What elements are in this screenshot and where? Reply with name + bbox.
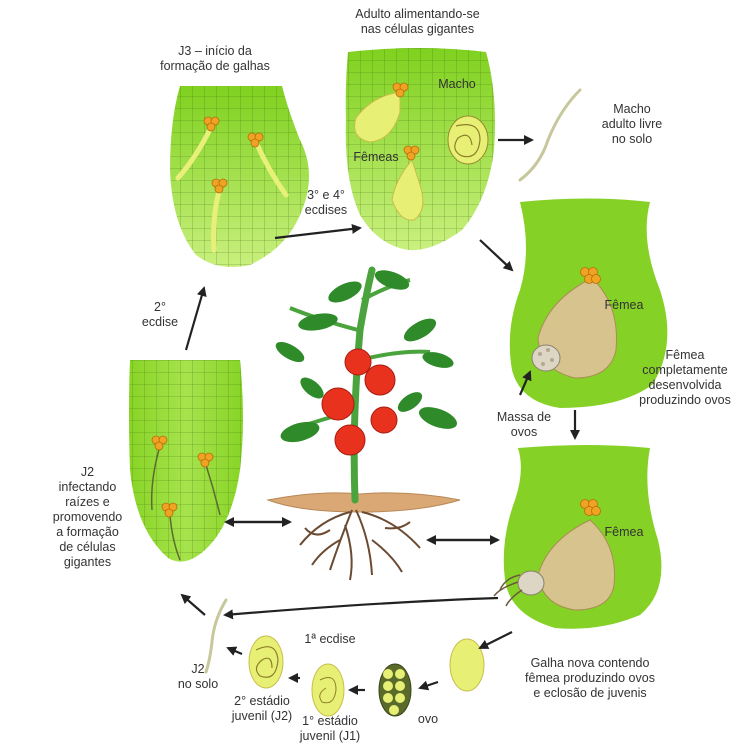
label-egg: ovo bbox=[410, 712, 446, 727]
root-j3-gall bbox=[160, 80, 330, 280]
j1-egg bbox=[312, 664, 344, 716]
label-first-molt: 1ª ecdise bbox=[290, 632, 370, 647]
free-male-worm bbox=[520, 90, 580, 180]
root-j2-infecting bbox=[120, 350, 255, 575]
label-female-bottom: Fêmea bbox=[598, 525, 650, 540]
egg-cluster bbox=[379, 664, 411, 716]
label-male: Macho bbox=[432, 77, 482, 92]
label-molts-3-4: 3° e 4°ecdises bbox=[296, 188, 356, 218]
j2-egg bbox=[249, 636, 283, 688]
egg-mass bbox=[532, 345, 560, 371]
label-females: Fêmeas bbox=[348, 150, 404, 165]
tomato-plant bbox=[268, 266, 460, 580]
label-second-molt: 2°ecdise bbox=[130, 300, 190, 330]
egg-single bbox=[450, 639, 484, 691]
label-female-top: Fêmea bbox=[598, 298, 650, 313]
